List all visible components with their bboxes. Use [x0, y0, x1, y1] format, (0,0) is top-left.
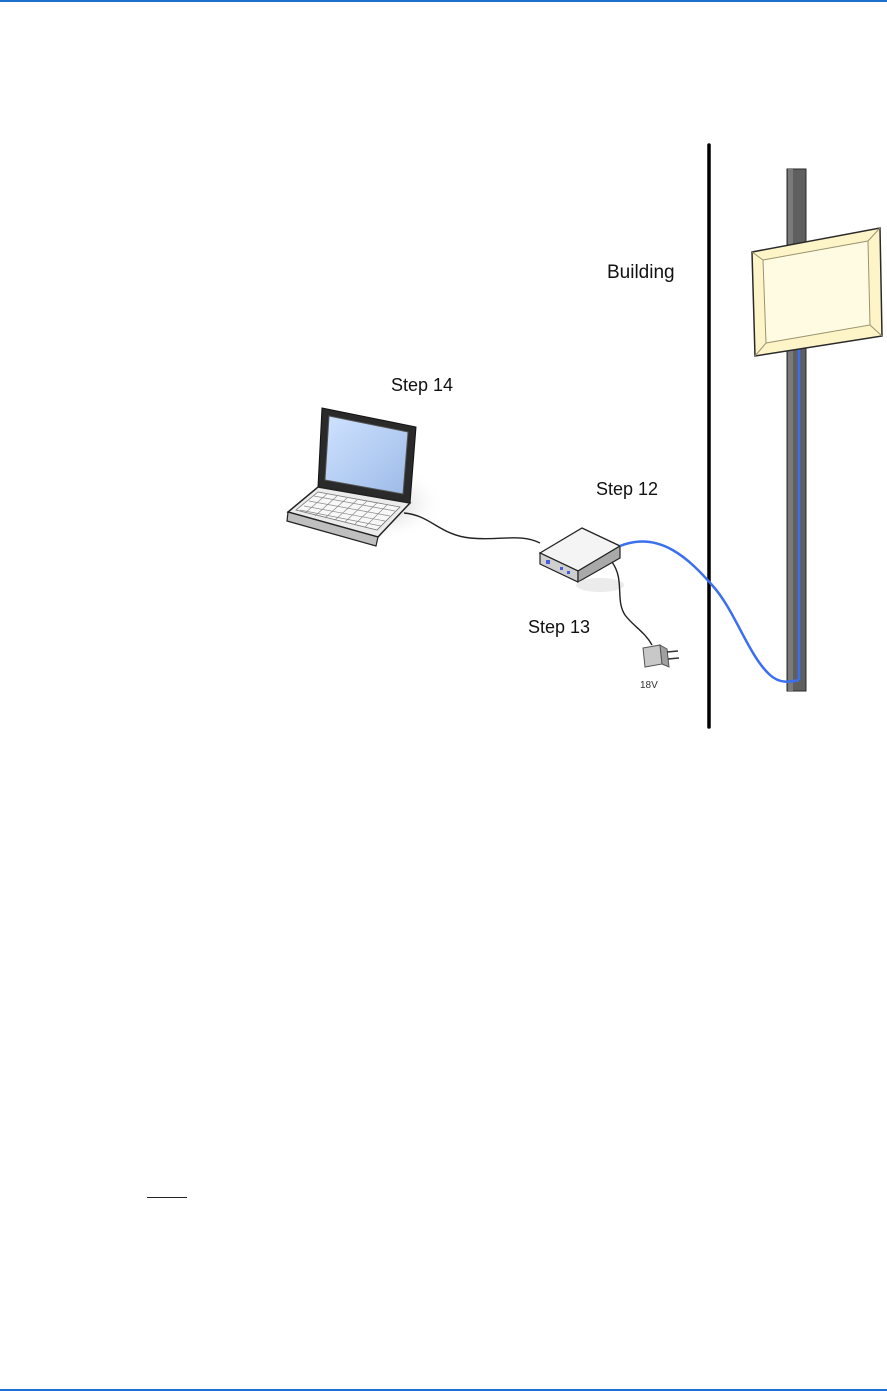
power-plug-icon [643, 645, 679, 667]
voltage-label: 18V [640, 680, 658, 691]
step-14-label: Step 14 [391, 375, 453, 396]
step-12-label: Step 12 [596, 479, 658, 500]
note-underline [147, 1197, 187, 1198]
poe-device-icon [540, 528, 624, 592]
building-label: Building [607, 262, 675, 284]
panel-antenna-icon [752, 228, 882, 356]
power-cable [612, 562, 652, 645]
step-13-label: Step 13 [528, 617, 590, 638]
